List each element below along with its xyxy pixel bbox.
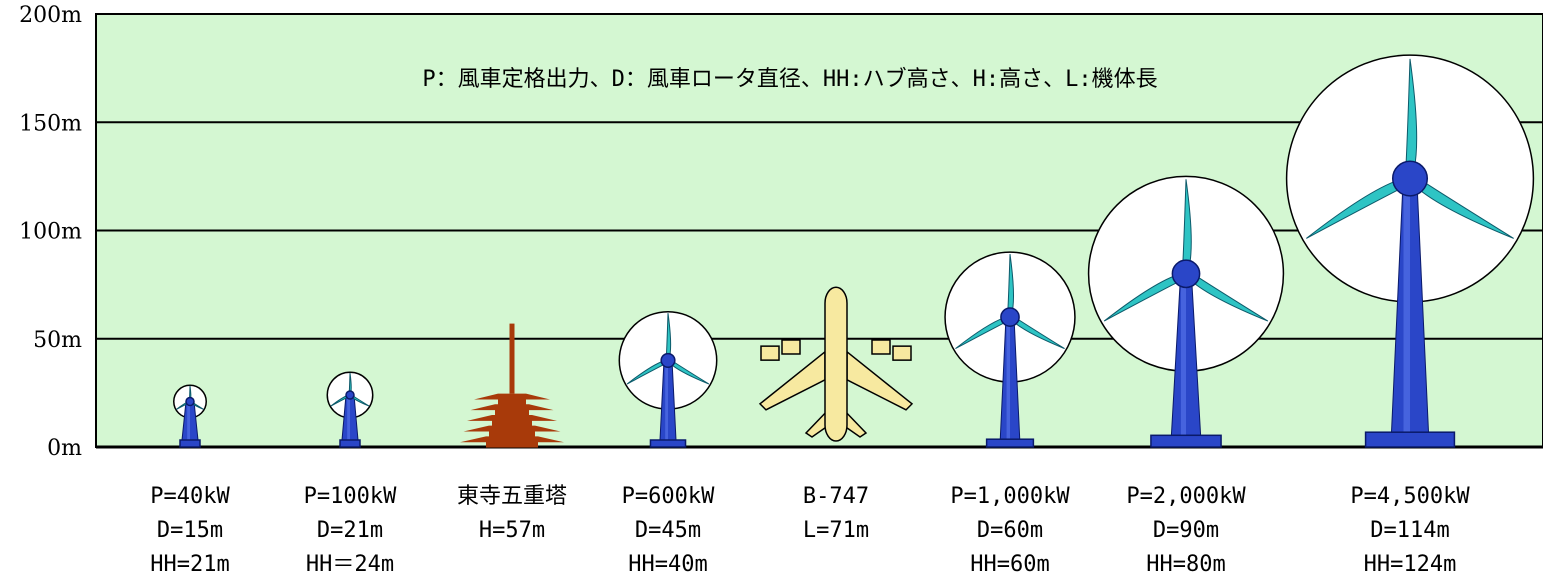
item-label: HH=21m <box>150 552 229 577</box>
turbine-3 <box>618 310 718 448</box>
item-label: D=45m <box>635 518 701 543</box>
hub <box>185 396 195 407</box>
item-label: P=2,000kW <box>1126 484 1246 509</box>
turbine-1 <box>326 371 374 448</box>
blade <box>1103 274 1182 322</box>
turbine-6 <box>1087 175 1285 448</box>
blade <box>669 360 710 385</box>
item-label: L=71m <box>803 518 869 543</box>
item-label: 東寺五重塔 <box>457 484 567 509</box>
item-label: P=4,500kW <box>1350 484 1470 509</box>
item-label: HH=124m <box>1364 552 1457 577</box>
item-label: HH=80m <box>1146 552 1225 577</box>
pagoda-base <box>488 441 536 447</box>
y-tick-label: 50m <box>33 328 82 353</box>
airplane-engine <box>871 339 891 355</box>
hub <box>1391 160 1429 197</box>
item-label: HH=40m <box>628 552 707 577</box>
tower-highlight <box>1180 273 1186 436</box>
blade <box>1415 178 1514 239</box>
item-label: D=90m <box>1153 518 1219 543</box>
item-label: B-747 <box>803 484 869 509</box>
item-label: D=60m <box>977 518 1043 543</box>
blade <box>1405 58 1418 170</box>
airplane-4 <box>758 286 914 442</box>
pagoda-roof <box>463 425 561 432</box>
legend-annotation: P：風車定格出力、D：風車ロータ直径、HH:ハブ高さ、H:高さ、L:機体長 <box>422 67 1157 92</box>
item-label: H=57m <box>479 518 545 543</box>
blade <box>1012 317 1065 350</box>
hub <box>345 390 355 400</box>
turbine-7 <box>1285 54 1535 448</box>
tower-highlight <box>347 395 350 440</box>
hub <box>660 352 676 368</box>
turbine-0 <box>173 384 207 448</box>
item-label: HH=60m <box>970 552 1049 577</box>
pagoda-spire <box>509 323 515 394</box>
y-axis-tick-labels: 0m 50m 100m 150m 200m <box>19 3 82 461</box>
hub <box>1000 307 1020 327</box>
hub <box>1171 259 1201 289</box>
item-label: D=15m <box>157 518 223 543</box>
tower-base <box>179 439 201 448</box>
item-label: D=21m <box>317 518 383 543</box>
blade <box>1306 179 1405 239</box>
pagoda-roof <box>470 404 554 411</box>
airplane-engine <box>781 339 801 355</box>
pagoda-body <box>492 420 532 427</box>
blade <box>1182 179 1192 267</box>
pagoda-roof <box>474 393 550 400</box>
turbine-5 <box>944 251 1076 448</box>
tower-base <box>1364 431 1456 448</box>
tower-base <box>985 438 1035 448</box>
y-tick-label: 0m <box>47 436 82 461</box>
y-tick-label: 200m <box>19 3 82 28</box>
item-label: P=600kW <box>622 484 715 509</box>
item-label: D=114m <box>1370 518 1449 543</box>
tower-base <box>1150 434 1222 448</box>
chart-marks <box>173 54 1535 448</box>
tower-highlight <box>665 360 668 440</box>
blade <box>665 313 672 358</box>
airplane-fuselage <box>824 286 848 442</box>
airplane-engine <box>892 345 912 361</box>
pagoda-roof <box>460 436 564 443</box>
tower-base <box>339 439 361 448</box>
tower-base <box>649 439 687 448</box>
item-label: P=100kW <box>304 484 397 509</box>
pagoda-body <box>498 398 526 405</box>
y-tick-label: 150m <box>19 111 82 136</box>
blade <box>1007 254 1015 313</box>
pagoda-2 <box>460 323 564 448</box>
blade <box>626 360 667 385</box>
pagoda-roof <box>467 414 557 421</box>
airplane-engine <box>760 345 780 361</box>
tower-highlight <box>1006 317 1010 440</box>
item-label: HH＝24m <box>306 552 394 577</box>
tower-highlight <box>1403 178 1410 433</box>
pagoda-body <box>495 409 529 416</box>
item-label: P=1,000kW <box>950 484 1070 509</box>
item-label: P=40kW <box>150 484 230 509</box>
blade <box>1190 274 1269 322</box>
blade <box>955 317 1008 350</box>
pagoda-body <box>489 430 535 437</box>
tower-highlight <box>187 401 190 440</box>
y-tick-label: 100m <box>19 220 82 245</box>
